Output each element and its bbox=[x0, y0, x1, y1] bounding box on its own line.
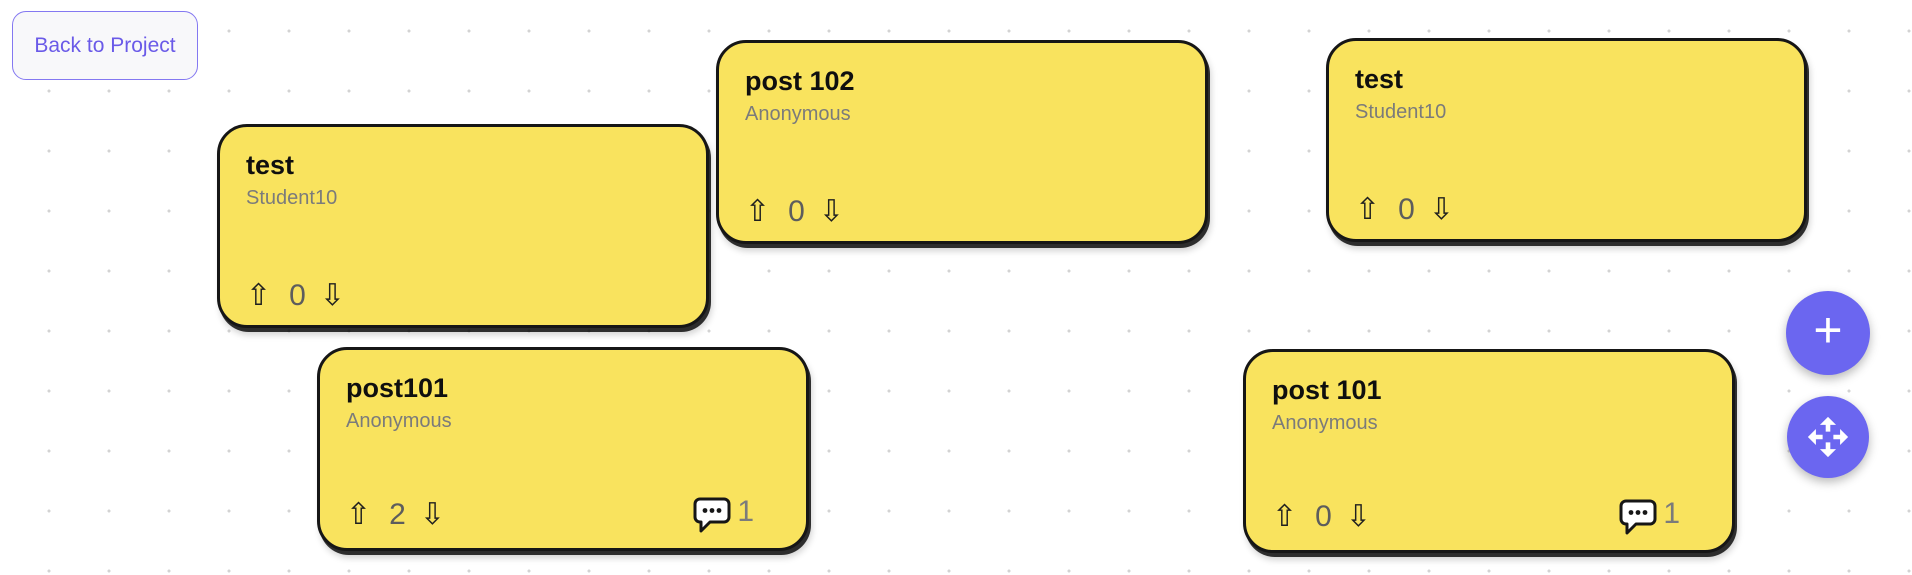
upvote-icon[interactable]: ⇧ bbox=[1272, 498, 1298, 534]
plus-icon: + bbox=[1813, 302, 1843, 358]
comment-count: 1 bbox=[1663, 497, 1680, 530]
add-note-button[interactable]: + bbox=[1786, 291, 1870, 375]
note-author: Anonymous bbox=[1272, 412, 1378, 435]
note-title: post 102 bbox=[745, 66, 855, 96]
downvote-icon[interactable]: ⇩ bbox=[1345, 498, 1371, 534]
note-card[interactable]: test Student10 ⇧ 0 ⇩ bbox=[1326, 38, 1807, 242]
comment-indicator[interactable]: 1 bbox=[692, 495, 754, 534]
vote-count: 0 bbox=[1315, 499, 1332, 533]
note-title: post101 bbox=[346, 373, 449, 403]
note-author: Student10 bbox=[1355, 101, 1447, 124]
comment-bubble-icon bbox=[693, 497, 731, 533]
upvote-icon[interactable]: ⇧ bbox=[246, 278, 272, 313]
note-card[interactable]: test Student10 ⇧ 0 ⇩ bbox=[217, 124, 709, 328]
note-author: Anonymous bbox=[346, 410, 452, 433]
note-card[interactable]: post 101 Anonymous ⇧ 0 ⇩ 1 bbox=[1243, 349, 1735, 553]
note-card[interactable]: post 102 Anonymous ⇧ 0 ⇩ bbox=[716, 40, 1208, 244]
comment-bubble-icon bbox=[1619, 499, 1657, 535]
note-card[interactable]: post101 Anonymous ⇧ 2 ⇩ 1 bbox=[317, 347, 809, 551]
move-icon bbox=[1807, 416, 1849, 458]
upvote-icon[interactable]: ⇧ bbox=[346, 496, 372, 532]
downvote-icon[interactable]: ⇩ bbox=[818, 194, 844, 229]
upvote-icon[interactable]: ⇧ bbox=[745, 194, 771, 229]
comment-count: 1 bbox=[737, 495, 754, 528]
note-footer: ⇧ 0 ⇩ 1 bbox=[1272, 497, 1680, 536]
vote-count: 0 bbox=[289, 279, 306, 312]
move-tool-button[interactable] bbox=[1787, 396, 1869, 478]
back-to-project-button[interactable]: Back to Project bbox=[12, 11, 198, 80]
note-footer: ⇧ 0 ⇩ bbox=[246, 281, 654, 311]
vote-count: 0 bbox=[788, 195, 805, 228]
note-title: test bbox=[1355, 64, 1404, 94]
downvote-icon[interactable]: ⇩ bbox=[319, 278, 345, 313]
note-footer: ⇧ 2 ⇩ 1 bbox=[346, 495, 754, 534]
note-title: test bbox=[246, 150, 295, 180]
vote-count: 2 bbox=[389, 497, 406, 531]
note-footer: ⇧ 0 ⇩ bbox=[745, 197, 1153, 227]
downvote-icon[interactable]: ⇩ bbox=[1428, 192, 1454, 227]
upvote-icon[interactable]: ⇧ bbox=[1355, 192, 1381, 227]
downvote-icon[interactable]: ⇩ bbox=[419, 496, 445, 532]
note-title: post 101 bbox=[1272, 375, 1382, 405]
note-author: Anonymous bbox=[745, 103, 851, 126]
vote-count: 0 bbox=[1398, 193, 1415, 226]
note-footer: ⇧ 0 ⇩ bbox=[1355, 195, 1752, 225]
note-author: Student10 bbox=[246, 187, 338, 210]
comment-indicator[interactable]: 1 bbox=[1618, 497, 1680, 536]
